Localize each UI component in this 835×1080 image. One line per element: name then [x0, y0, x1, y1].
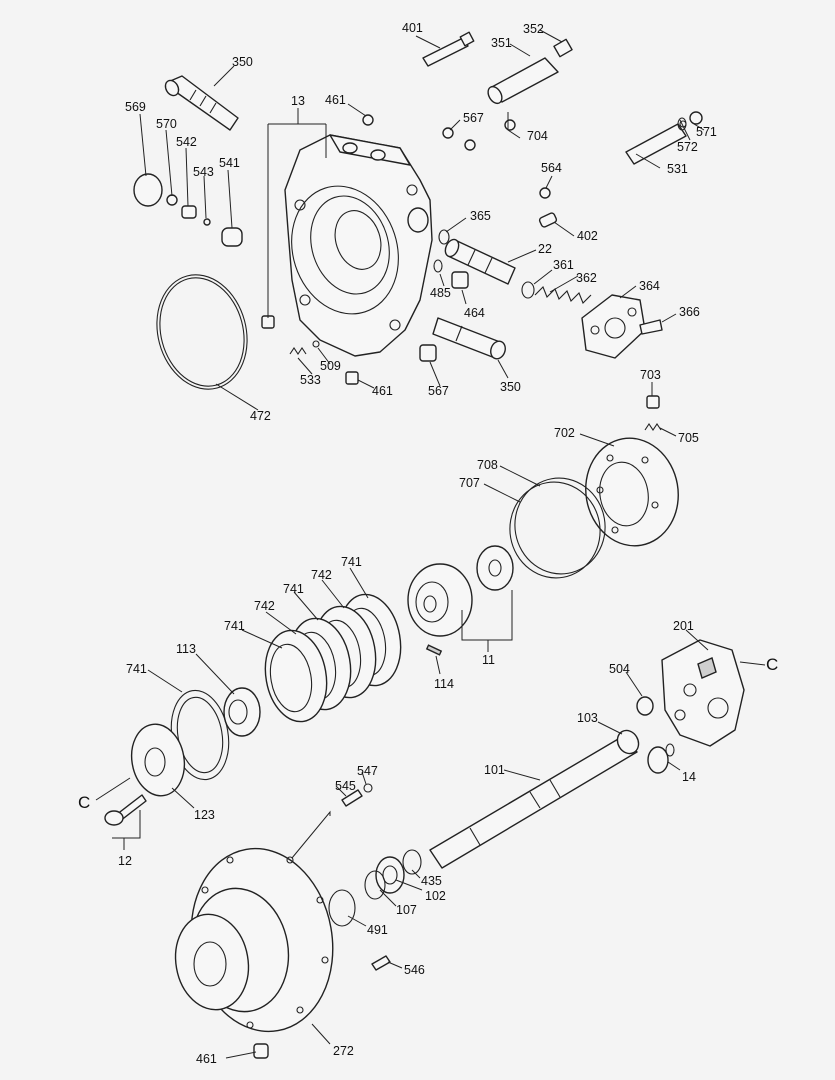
- label-362: 362: [576, 271, 597, 285]
- label-461-b: 461: [372, 384, 393, 398]
- label-461-c: 461: [196, 1052, 217, 1066]
- label-107: 107: [396, 903, 417, 917]
- housing-201: [661, 639, 745, 747]
- label-435: 435: [421, 874, 442, 888]
- label-542: 542: [176, 135, 197, 149]
- label-464: 464: [464, 306, 485, 320]
- label-567: 567: [463, 111, 484, 125]
- label-351: 351: [491, 36, 512, 50]
- spring-362: [521, 281, 592, 304]
- flange-272: [174, 847, 334, 1059]
- bolt-401: [422, 31, 475, 67]
- thrust-plate: [476, 545, 514, 591]
- valve-531: [625, 111, 703, 165]
- label-707: 707: [459, 476, 480, 490]
- leader-lines: [95, 29, 766, 1059]
- label-543: 543: [193, 165, 214, 179]
- gear-113: [223, 687, 261, 737]
- label-113: 113: [176, 642, 196, 656]
- label-472: 472: [250, 409, 271, 423]
- label-102: 102: [425, 889, 446, 903]
- label-461: 461: [325, 93, 346, 107]
- spool-350-top: [164, 75, 239, 131]
- label-541: 541: [219, 156, 240, 170]
- label-547: 547: [357, 764, 378, 778]
- label-272: 272: [333, 1044, 354, 1058]
- label-c-left: C: [78, 793, 90, 812]
- label-101: 101: [484, 763, 505, 777]
- label-564: 564: [541, 161, 562, 175]
- label-14: 14: [682, 770, 696, 784]
- label-402: 402: [577, 229, 598, 243]
- label-533: 533: [300, 373, 321, 387]
- label-705: 705: [678, 431, 699, 445]
- small-parts-middle: [636, 395, 675, 774]
- callout-labels: 401 352 351 350 13 461 567 704 571 572 5…: [78, 21, 778, 1066]
- label-485: 485: [430, 286, 451, 300]
- label-741-d: 741: [126, 662, 147, 676]
- pin-12: [104, 794, 147, 826]
- label-11: 11: [482, 653, 495, 667]
- label-569: 569: [125, 100, 146, 114]
- label-702: 702: [554, 426, 575, 440]
- label-545: 545: [335, 779, 356, 793]
- label-546: 546: [404, 963, 425, 977]
- label-741-c: 741: [224, 619, 245, 633]
- label-401: 401: [402, 21, 423, 35]
- ring-702: [585, 437, 679, 547]
- label-201: 201: [673, 619, 694, 633]
- cover-364: [581, 294, 663, 359]
- spool-350-bottom: [432, 317, 506, 360]
- label-509: 509: [320, 359, 341, 373]
- small-parts-upper: [261, 114, 687, 385]
- relief-valve-351: [487, 38, 573, 105]
- label-571: 571: [696, 125, 717, 139]
- label-c-right: C: [766, 655, 778, 674]
- label-742-b: 742: [254, 599, 275, 613]
- label-22: 22: [538, 242, 552, 256]
- label-504: 504: [609, 662, 630, 676]
- bearing-102: [328, 849, 422, 927]
- label-741-a: 741: [341, 555, 362, 569]
- label-350-b: 350: [500, 380, 521, 394]
- label-742-a: 742: [311, 568, 332, 582]
- spool-22: [444, 238, 516, 285]
- label-572: 572: [677, 140, 698, 154]
- valve-housing: [284, 134, 433, 357]
- label-352: 352: [523, 22, 544, 36]
- label-123: 123: [194, 808, 215, 822]
- label-103: 103: [577, 711, 598, 725]
- label-114: 114: [434, 677, 454, 691]
- label-366: 366: [679, 305, 700, 319]
- label-350: 350: [232, 55, 253, 69]
- label-365: 365: [470, 209, 491, 223]
- pins-545-546: [341, 783, 391, 971]
- label-531: 531: [667, 162, 688, 176]
- label-491: 491: [367, 923, 388, 937]
- label-708: 708: [477, 458, 498, 472]
- label-704: 704: [527, 129, 548, 143]
- label-567-b: 567: [428, 384, 449, 398]
- label-703: 703: [640, 368, 661, 382]
- label-361: 361: [553, 258, 574, 272]
- plug-569: [133, 173, 243, 247]
- gear-11: [407, 563, 473, 656]
- label-13: 13: [291, 94, 305, 108]
- label-741-b: 741: [283, 582, 304, 596]
- shaft-101: [429, 729, 640, 869]
- label-570: 570: [156, 117, 177, 131]
- plate-123: [130, 723, 186, 797]
- seal-707-708: [509, 477, 606, 579]
- o-ring-472: [156, 274, 248, 390]
- label-12: 12: [118, 854, 132, 868]
- clutch-plates: [264, 593, 402, 723]
- label-364: 364: [639, 279, 660, 293]
